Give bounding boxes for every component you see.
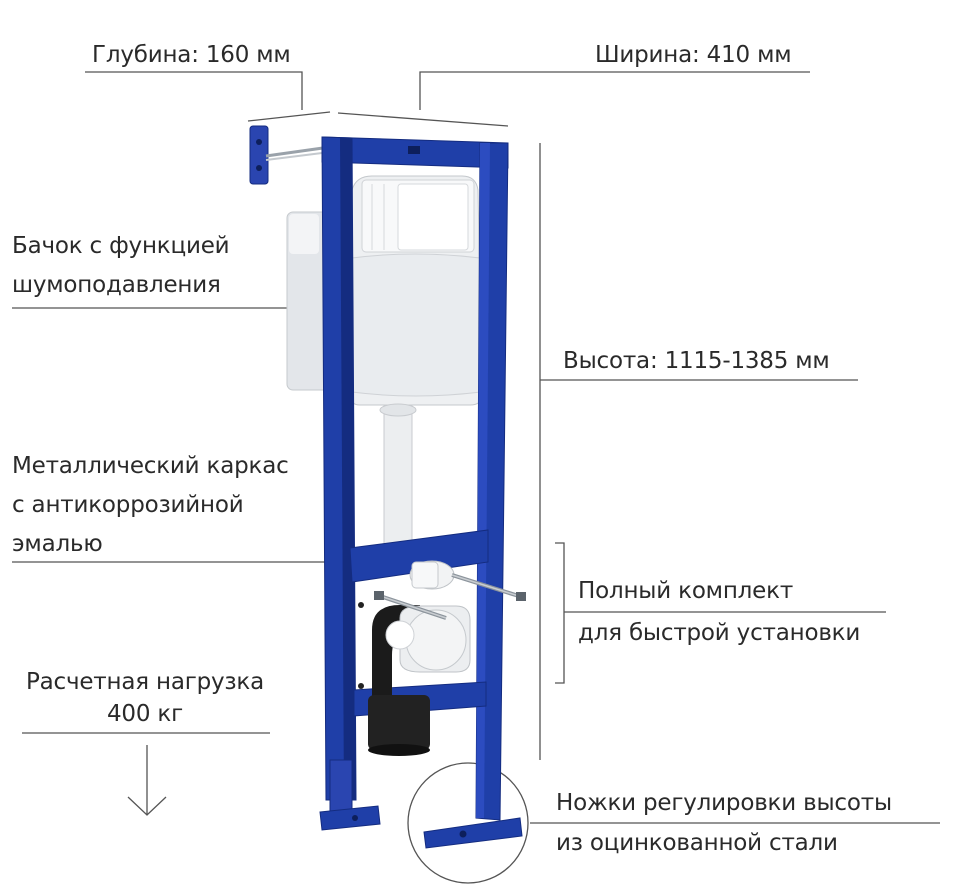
cistern-icon xyxy=(286,175,483,546)
kit-label-line2: для быстрой установки xyxy=(578,620,861,646)
plumbing-kit-icon xyxy=(358,560,526,756)
wall-bracket-icon xyxy=(249,125,331,185)
load-label-line2: 400 кг xyxy=(107,701,183,727)
depth-label: Глубина: 160 мм xyxy=(92,42,291,68)
tank-label-line2: шумоподавления xyxy=(12,272,221,298)
frame-label-line3: эмалью xyxy=(12,531,103,557)
depth-leader xyxy=(85,71,303,110)
frame-icon xyxy=(319,136,523,849)
width-label: Ширина: 410 мм xyxy=(595,42,792,68)
depth-dimension xyxy=(247,111,331,122)
frame-label-line1: Металлический каркас xyxy=(12,453,289,479)
width-leader xyxy=(419,71,810,110)
frame-label-line2: с антикоррозийной xyxy=(12,492,244,518)
tank-label-line1: Бачок с функцией xyxy=(12,233,230,259)
load-arrow-head xyxy=(127,796,167,816)
kit-label-line1: Полный комплект xyxy=(578,578,794,604)
height-label: Высота: 1115-1385 мм xyxy=(563,348,830,374)
leader-lines xyxy=(12,71,940,884)
legs-label-line1: Ножки регулировки высоты xyxy=(556,790,892,816)
legs-label-line2: из оцинкованной стали xyxy=(556,830,838,856)
legs-callout-circle xyxy=(407,762,529,884)
kit-bracket xyxy=(555,542,565,684)
width-dimension xyxy=(337,112,509,127)
load-label-line1: Расчетная нагрузка xyxy=(25,669,265,695)
